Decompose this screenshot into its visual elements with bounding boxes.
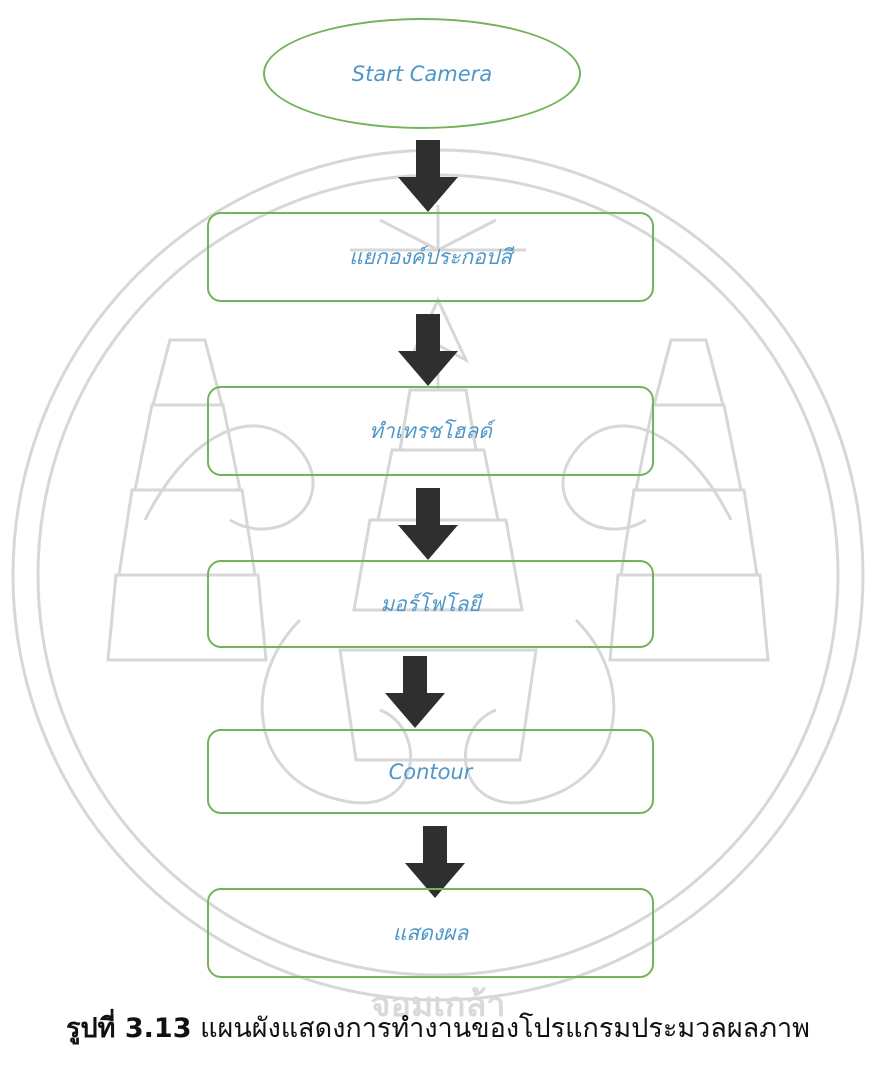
process-step-5: แสดงผล — [207, 888, 654, 978]
start-label: Start Camera — [351, 61, 493, 86]
arrow-down-icon — [398, 140, 458, 212]
figure-caption-label: รูปที่ 3.13 — [66, 1013, 192, 1044]
start-node: Start Camera — [263, 18, 581, 129]
figure-caption: รูปที่ 3.13 แผนผังแสดงการทำงานของโปรแกรม… — [0, 1006, 876, 1049]
process-step-3: มอร์โฟโลยี — [207, 560, 654, 648]
process-step-4-label: Contour — [388, 759, 473, 784]
process-step-5-label: แสดงผล — [392, 920, 469, 945]
process-step-2: ทำเทรชโฮลด์ — [207, 386, 654, 476]
process-step-1-label: แยกองค์ประกอปสี — [349, 244, 512, 269]
arrow-down-icon — [385, 656, 445, 728]
process-step-4: Contour — [207, 729, 654, 814]
process-step-1: แยกองค์ประกอปสี — [207, 212, 654, 302]
arrow-down-icon — [398, 488, 458, 560]
arrow-down-icon — [398, 314, 458, 386]
figure-caption-text: แผนผังแสดงการทำงานของโปรแกรมประมวลผลภาพ — [200, 1013, 810, 1044]
arrow-down-icon — [405, 826, 465, 898]
process-step-2-label: ทำเทรชโฮลด์ — [369, 418, 492, 443]
process-step-3-label: มอร์โฟโลยี — [380, 591, 481, 616]
